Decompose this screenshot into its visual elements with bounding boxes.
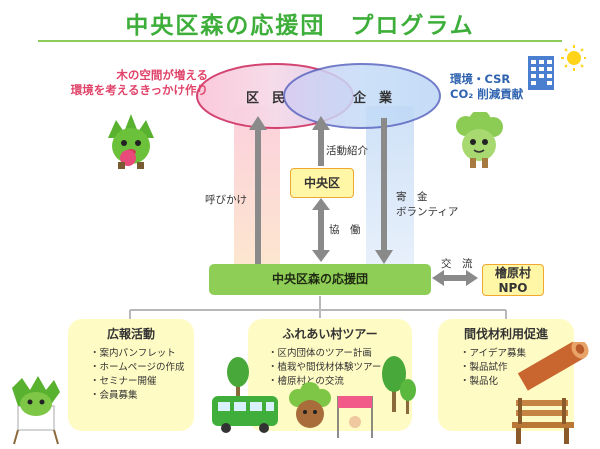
log-icon xyxy=(512,342,589,444)
list-item: ・植栽や間伐材体験ツアー xyxy=(268,362,382,373)
mascot-icon xyxy=(108,114,154,169)
kumin-benefit-note: 木の空間が増える 環境を考えるきっかけ作り xyxy=(70,68,208,97)
list-item: ・檜原村との交流 xyxy=(268,376,344,387)
kikin-label: 寄 金 ボランティア xyxy=(396,191,459,218)
yobikake-label: 呼びかけ xyxy=(205,194,247,206)
banner-icon xyxy=(337,396,373,438)
list-item: ・案内パンフレット xyxy=(90,348,176,359)
mascot-icon xyxy=(12,376,60,445)
title-underline xyxy=(38,40,562,42)
panel-title: 間伐材利用促進 xyxy=(463,327,548,341)
list-item: ・製品化 xyxy=(460,376,499,387)
panel-koho: 広報活動 ・案内パンフレット ・ホームページの作成 ・セミナー開催 ・会員募集 xyxy=(68,319,194,431)
building-icon xyxy=(528,45,586,90)
list-item: ・セミナー開催 xyxy=(90,376,157,387)
chuo-ku-box: 中央区 xyxy=(290,168,354,198)
kumin-label: 区 民 xyxy=(246,91,286,106)
tree-icon xyxy=(382,356,406,412)
kigyo-benefit-note: 環境・CSR CO₂ 削減貢献 xyxy=(450,72,524,101)
sun-icon xyxy=(561,45,586,71)
tour-illustration xyxy=(212,356,416,438)
kyodo-label: 協 働 xyxy=(329,224,361,236)
main-organization-box: 中央区森の応援団 xyxy=(209,264,431,295)
panel-title: 広報活動 xyxy=(106,327,155,341)
tree-icon xyxy=(400,379,416,414)
list-item: ・製品試作 xyxy=(460,362,508,373)
partner-box: 檜原村 NPO xyxy=(482,264,544,296)
kigyo-column xyxy=(366,106,414,264)
kigyo-label: 企 業 xyxy=(353,91,393,106)
mascot-icon xyxy=(456,112,503,168)
list-item: ・ホームページの作成 xyxy=(90,362,185,373)
panel-title: ふれあい村ツアー xyxy=(282,327,378,341)
katsudo-label: 活動紹介 xyxy=(326,145,368,157)
koryu-label: 交 流 xyxy=(441,258,473,270)
page-title: 中央区森の応援団 プログラム xyxy=(125,13,475,39)
list-item: ・アイデア募集 xyxy=(460,348,527,359)
bus-icon xyxy=(212,396,278,433)
list-item: ・区内団体のツアー計画 xyxy=(268,348,372,359)
tree-icon xyxy=(227,357,249,404)
mascot-icon xyxy=(289,382,331,428)
bench-icon xyxy=(512,398,574,444)
kigyo-ellipse xyxy=(283,63,441,129)
list-item: ・会員募集 xyxy=(90,390,138,401)
